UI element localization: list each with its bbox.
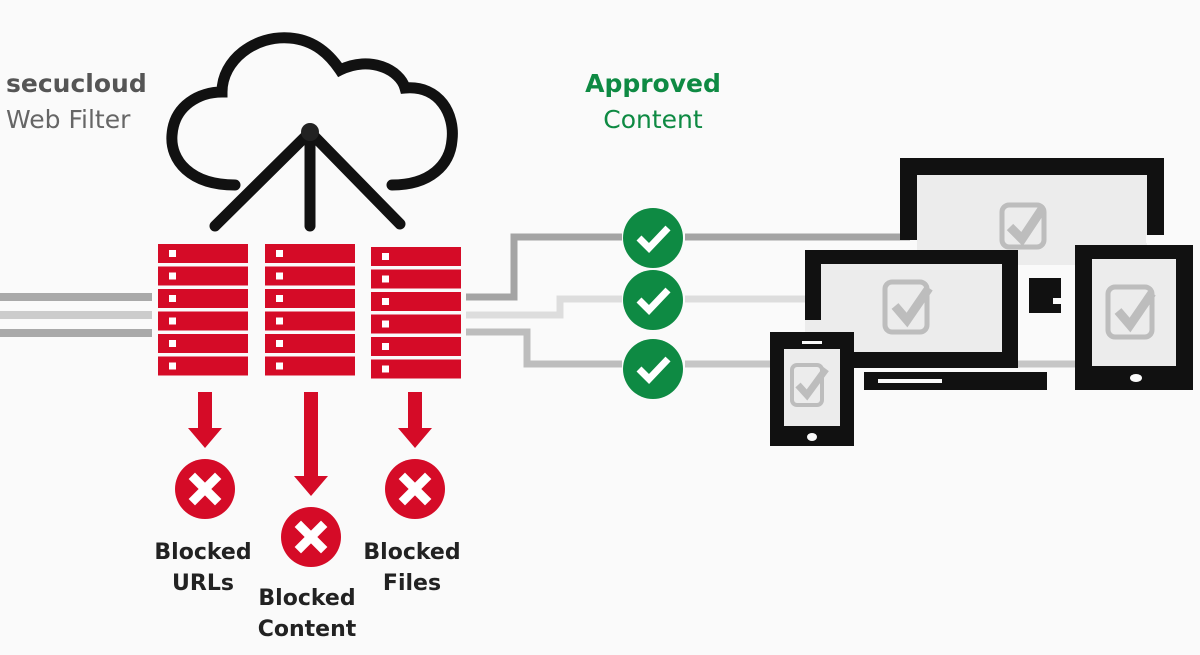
blocked-urls-label: Blocked URLs [148, 537, 258, 599]
incoming-lines [0, 293, 152, 337]
incoming-line-2 [0, 311, 152, 319]
blocked-label-line2: Content [257, 617, 357, 642]
smartphone-icon [770, 332, 854, 446]
checkbox-icon [1105, 284, 1156, 340]
server-led [382, 253, 389, 260]
server-led [276, 340, 283, 347]
brand-name: secucloud [6, 69, 147, 98]
arrow-down-icon [188, 392, 222, 448]
approved-line1: Approved [585, 69, 721, 98]
server-unit [371, 292, 461, 311]
server-unit [158, 356, 248, 376]
devices [770, 158, 1193, 446]
checkbox-icon [999, 202, 1047, 250]
blocked-files-label: Blocked Files [357, 537, 467, 599]
incoming-line-3 [0, 329, 152, 337]
approved-content-label: Approved Content [585, 66, 721, 138]
server-unit [371, 337, 461, 356]
cloud-icon [166, 32, 458, 232]
server-led [276, 362, 283, 370]
server-led [382, 343, 389, 350]
blocked-arrows [188, 392, 432, 496]
check-circle-icon [623, 270, 683, 330]
server-unit [265, 289, 355, 308]
server-unit [265, 311, 355, 331]
server-unit [371, 359, 461, 379]
server-led [382, 365, 389, 373]
server-led [276, 317, 283, 325]
server-rack-icon [265, 244, 355, 376]
server-led [169, 295, 176, 302]
blocked-label-line1: Blocked [363, 540, 461, 565]
server-rack-icon [158, 244, 248, 376]
server-led [276, 272, 283, 280]
server-led [169, 272, 176, 280]
server-unit [265, 356, 355, 376]
blocked-content-label: Blocked Content [252, 583, 362, 645]
server-led [382, 298, 389, 305]
server-unit [371, 269, 461, 289]
check-circle-icon [623, 339, 683, 399]
arrow-down-icon [398, 392, 432, 448]
server-unit [371, 247, 461, 266]
approved-icons [623, 208, 683, 399]
server-unit [158, 311, 248, 331]
blocked-icons [175, 459, 445, 567]
brand-product: Web Filter [6, 105, 131, 134]
blocked-label-line1: Blocked [258, 586, 356, 611]
tablet-icon [1075, 245, 1193, 390]
server-led [276, 295, 283, 302]
server-led [169, 250, 176, 257]
server-unit [158, 244, 248, 263]
x-circle-icon [175, 459, 235, 519]
server-led [382, 275, 389, 283]
server-unit [158, 289, 248, 308]
server-led [169, 340, 176, 347]
check-circle-icon [623, 208, 683, 268]
server-unit [371, 314, 461, 334]
server-unit [158, 334, 248, 353]
approved-line2: Content [603, 105, 703, 134]
server-rack-icon [371, 247, 461, 379]
route-line-1 [466, 233, 622, 301]
checkbox-icon [882, 279, 933, 335]
brand-title: secucloud Web Filter [6, 66, 147, 138]
server-unit [158, 266, 248, 286]
blocked-label-line2: Files [382, 571, 442, 596]
server-unit [265, 334, 355, 353]
route-line-2 [466, 295, 622, 319]
checkbox-icon [790, 363, 829, 407]
x-circle-icon [385, 459, 445, 519]
blocked-label-line1: Blocked [154, 540, 252, 565]
arrow-down-icon [294, 392, 328, 496]
server-unit [265, 244, 355, 263]
server-led [276, 250, 283, 257]
server-unit [265, 266, 355, 286]
desktop-monitor-icon [900, 158, 1164, 313]
server-led [169, 317, 176, 325]
server-led [382, 320, 389, 328]
blocked-label-line2: URLs [172, 571, 234, 596]
incoming-line-1 [0, 293, 152, 301]
route-line-3 [466, 328, 622, 368]
x-circle-icon [281, 507, 341, 567]
server-racks [158, 244, 461, 379]
server-led [169, 362, 176, 370]
